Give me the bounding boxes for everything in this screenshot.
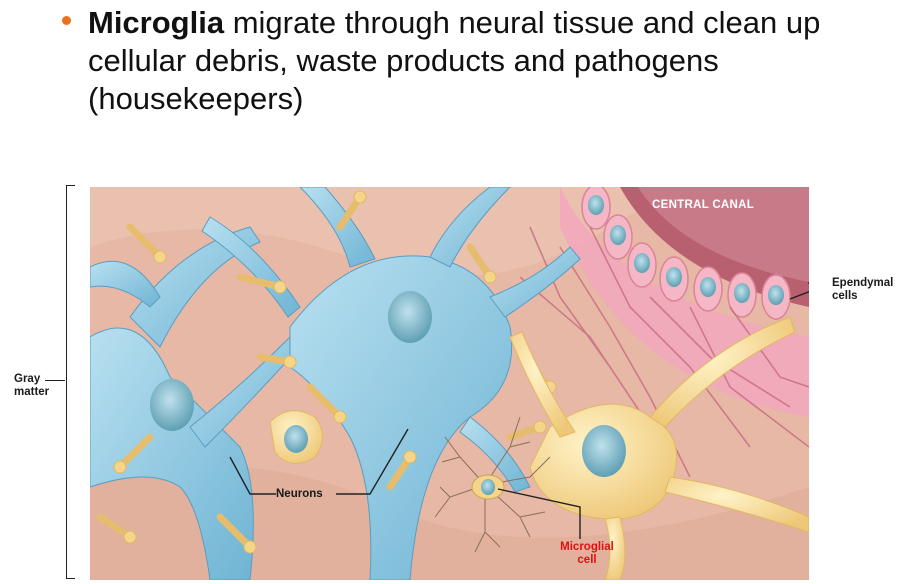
central-canal-label: CENTRAL CANAL (652, 199, 755, 211)
bullet-text: Microglia migrate through neural tissue … (88, 4, 888, 118)
bullet-description: migrate through neural tissue and clean … (88, 5, 821, 116)
gray-matter-bracket (66, 185, 75, 579)
leader-lines (229, 282, 809, 539)
microglial-nucleus (481, 479, 495, 495)
neuron-center-nucleus (388, 291, 432, 343)
ependymal-cells (519, 187, 809, 478)
neuroglia-illustration (90, 187, 809, 580)
gray-matter-label: Gray matter (14, 373, 50, 398)
neuron-left (90, 226, 301, 580)
microglial-cell-label: Microglial cell (560, 541, 614, 566)
neuron-left-nucleus (150, 379, 194, 431)
bullet-marker (62, 16, 71, 25)
ependymal-cells-label: Ependymal cells (832, 277, 894, 302)
bullet-term: Microglia (88, 5, 225, 40)
astrocyte-nucleus (582, 425, 626, 477)
neuron-center (201, 187, 581, 580)
central-canal (620, 187, 809, 307)
gray-matter-leader-line (45, 380, 65, 382)
neurons-label: Neurons (276, 488, 323, 500)
